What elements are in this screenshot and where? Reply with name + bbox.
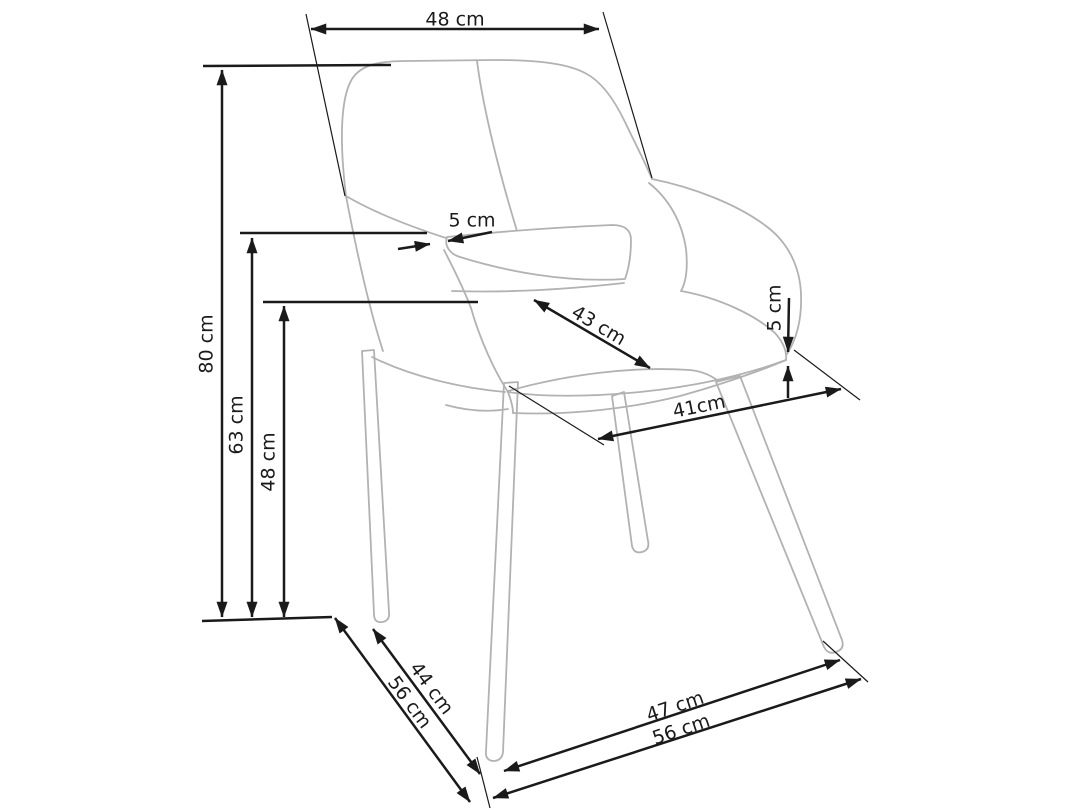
extension-lines: [201, 11, 869, 809]
dim-line-seat-edge-top: [782, 297, 794, 353]
chair-seat-left-edge: [443, 249, 514, 414]
dim-line-seat-width: [533, 298, 651, 370]
dim-label-back-width: 48 cm: [425, 9, 484, 31]
chair-armrest-left: [445, 224, 632, 281]
dim-label-seat-edge-thickness: 5 cm: [764, 284, 786, 331]
ext-ground-line: [201, 615, 333, 623]
dim-line-depth-outer: [333, 617, 472, 803]
ext-total-height-top: [202, 63, 392, 68]
dim-line-depth-inner: [371, 628, 482, 775]
chair-seat-rear-edge: [451, 282, 625, 293]
ext-back-width-right: [602, 11, 653, 179]
chair-leg-front-left: [484, 381, 519, 762]
dimension-lines: [216, 23, 862, 803]
dim-line-front-outer: [492, 677, 862, 800]
dim-line-armrest-thickness-right: [447, 230, 493, 244]
ext-seat-depth-left: [508, 385, 605, 446]
chair-frame-arc: [445, 404, 509, 412]
chair-armrest-left-top: [345, 195, 447, 239]
ext-seat-depth-right: [793, 349, 861, 401]
chair-backrest-outline: [341, 59, 653, 197]
dim-line-armrest-thickness-left: [397, 240, 431, 252]
ext-front-left-foot: [476, 756, 491, 809]
chair-left-rear-edge: [345, 195, 384, 352]
dim-line-seat-depth: [597, 386, 842, 442]
ext-front-right-foot: [822, 640, 869, 683]
ext-back-width-left: [305, 13, 346, 197]
dim-label-height-armrest: 63 cm: [226, 395, 248, 454]
chair-leg-front-right: [715, 375, 844, 654]
chair-drawing: [341, 59, 844, 762]
dim-label-height-total: 80 cm: [196, 314, 218, 373]
chair-base-left: [371, 356, 506, 393]
dim-label-height-seat: 48 cm: [258, 432, 280, 491]
chair-armrest-right-inner: [648, 182, 688, 292]
chair-backrest-seam: [476, 60, 518, 232]
chair-leg-back-left: [361, 349, 391, 623]
chair-armrest-right-outer: [651, 178, 802, 355]
dim-label-armrest-thickness: 5 cm: [448, 210, 495, 232]
chair-frame-front: [507, 368, 718, 392]
chair-leg-back-right: [611, 391, 650, 554]
